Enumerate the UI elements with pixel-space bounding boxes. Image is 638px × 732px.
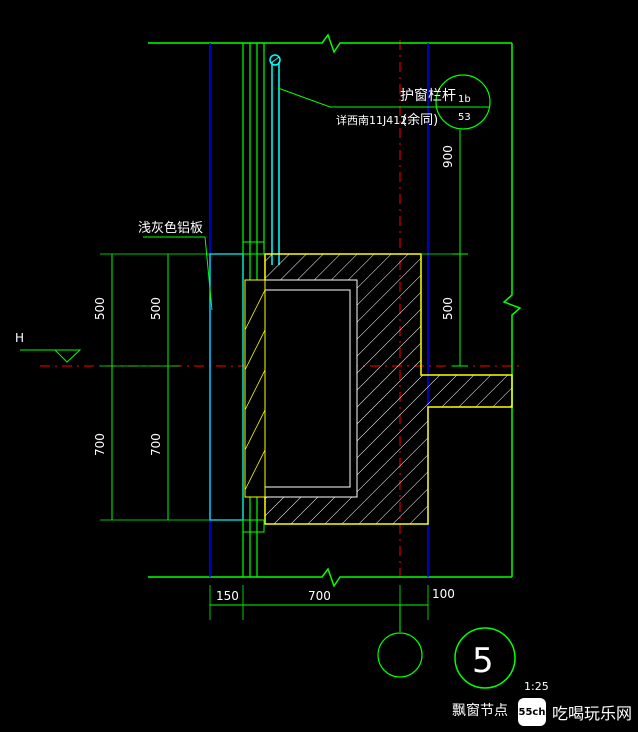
detail-number: 5 [472, 641, 494, 681]
bottom-break-line [148, 567, 512, 588]
insulation-slash [244, 289, 266, 331]
insulation-slash [244, 449, 266, 491]
level-triangle [53, 349, 82, 363]
level-mark: H [15, 331, 24, 345]
dimension-500-left-outer: 500 [93, 297, 107, 320]
reference-top-text: 1b [458, 94, 471, 105]
insulation-slash [244, 409, 266, 451]
same-note-label: (余同) [402, 112, 438, 128]
aluminum-panel-leader [204, 236, 213, 311]
watermark-site-text: 吃喝玩乐网 [551, 704, 632, 723]
aluminum-panel [209, 253, 244, 521]
reference-circle [435, 74, 491, 130]
dimension-100: 100 [432, 587, 455, 601]
right-wall-break-line [502, 43, 522, 577]
railing-label: 护窗栏杆 [400, 87, 456, 104]
aluminum-panel-label: 浅灰色铝板 [138, 220, 203, 236]
railing-top-circle [269, 54, 281, 66]
frame-box-top [242, 241, 265, 255]
railing-leader [277, 87, 440, 108]
insulation-slash [244, 369, 266, 411]
detail-circle [454, 627, 516, 689]
insulation-slash [244, 329, 266, 371]
dimension-500-right: 500 [441, 297, 455, 320]
detail-title: 飘窗节点 [452, 702, 508, 719]
detail-scale: 1:25 [524, 680, 549, 693]
frame-box-bottom [242, 519, 265, 533]
railing-top-hatch [270, 56, 280, 64]
axis-bubble [377, 632, 423, 678]
watermark-logo: 55ch [517, 698, 546, 726]
window-opening-inner [264, 289, 351, 488]
reference-bottom-text: 53 [458, 112, 471, 123]
railing-spec-label: 详西南11J412 [336, 113, 407, 127]
dimension-150: 150 [216, 589, 239, 603]
top-break-line [148, 33, 512, 54]
dimension-700-left-inner: 700 [149, 433, 163, 456]
site-watermark: 55ch 吃喝玩乐网 [517, 698, 632, 726]
dimension-500-left-inner: 500 [149, 297, 163, 320]
insulation-band [244, 279, 266, 498]
dimension-900: 900 [441, 145, 455, 168]
dimension-700-bottom: 700 [308, 589, 331, 603]
dimension-700-left-outer: 700 [93, 433, 107, 456]
